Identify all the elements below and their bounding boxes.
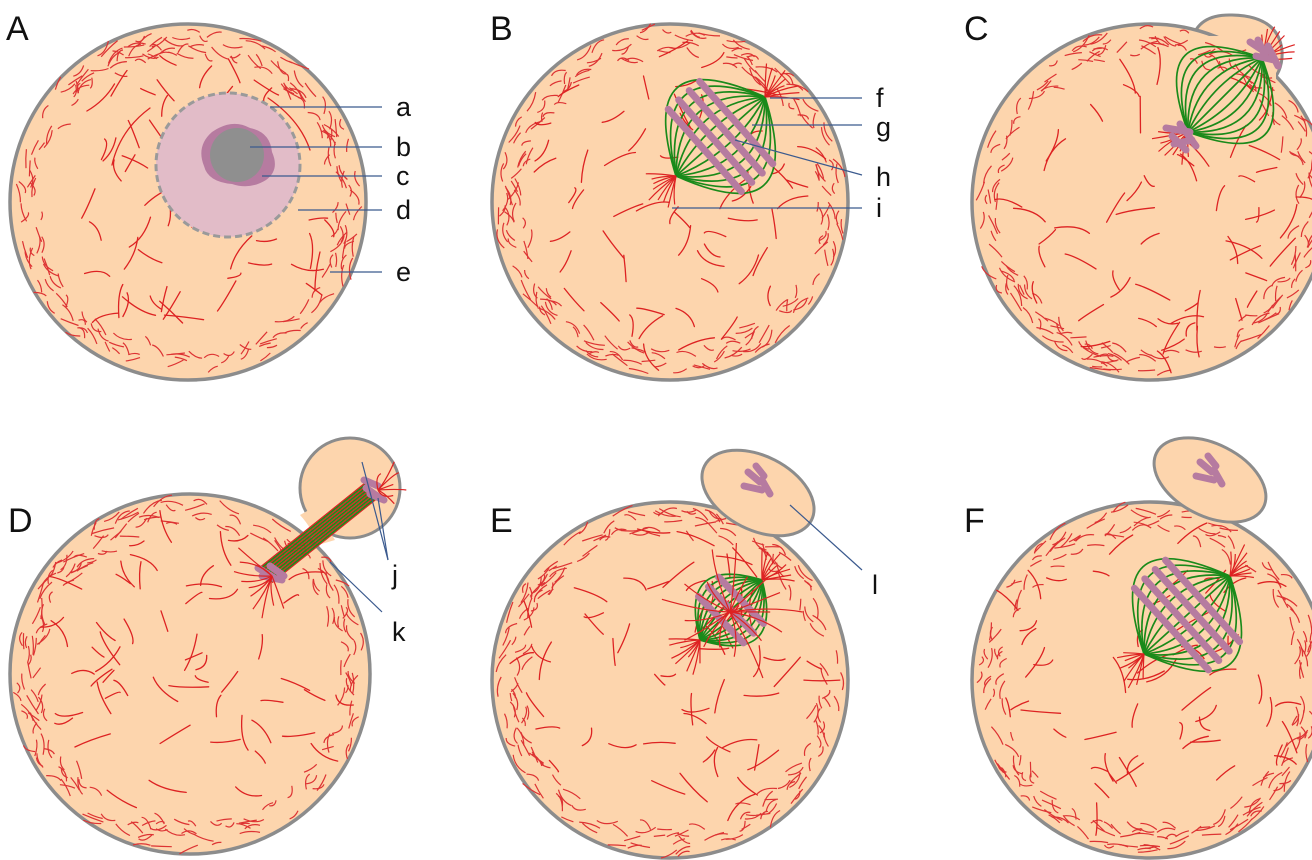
- oocyte-cell: [492, 502, 848, 858]
- label-b: b: [396, 132, 411, 162]
- actin-filament: [1295, 254, 1296, 271]
- label-e: e: [396, 257, 411, 287]
- label-g: g: [876, 112, 891, 142]
- panel-a: A a b c d e: [6, 10, 412, 380]
- label-c: c: [396, 161, 410, 191]
- actin-filament: [804, 680, 840, 681]
- oocyte-cell: [492, 24, 848, 380]
- actin-filament: [1138, 370, 1155, 371]
- label-d: d: [396, 195, 411, 225]
- nucleolus: [210, 128, 264, 182]
- panel-f: F: [964, 421, 1312, 858]
- label-l: l: [872, 570, 878, 600]
- label-j: j: [391, 560, 398, 590]
- panel-letter-c: C: [964, 10, 989, 48]
- panel-b: B f g h i: [490, 10, 891, 380]
- panel-letter-d: D: [8, 502, 33, 540]
- actin-filament: [657, 829, 672, 830]
- panel-letter-f: F: [964, 502, 985, 540]
- actin-filament: [1103, 369, 1122, 370]
- panel-c: C: [964, 10, 1312, 380]
- actin-filament: [151, 846, 172, 847]
- label-k: k: [392, 617, 406, 647]
- label-i: i: [876, 193, 882, 223]
- label-h: h: [876, 162, 891, 192]
- actin-filament: [378, 489, 406, 490]
- label-f: f: [876, 83, 884, 113]
- actin-filament: [241, 823, 250, 824]
- actin-filament: [1092, 366, 1102, 367]
- panel-e: E l: [490, 433, 878, 858]
- panel-letter-e: E: [490, 502, 513, 540]
- actin-filament: [26, 149, 27, 168]
- panel-d: D j k: [8, 438, 406, 854]
- panel-letter-a: A: [6, 10, 29, 48]
- panel-letter-b: B: [490, 10, 513, 48]
- actin-filament: [1030, 762, 1031, 778]
- label-a: a: [396, 92, 412, 122]
- actin-filament: [1182, 517, 1192, 518]
- oocyte-cell: [972, 502, 1312, 858]
